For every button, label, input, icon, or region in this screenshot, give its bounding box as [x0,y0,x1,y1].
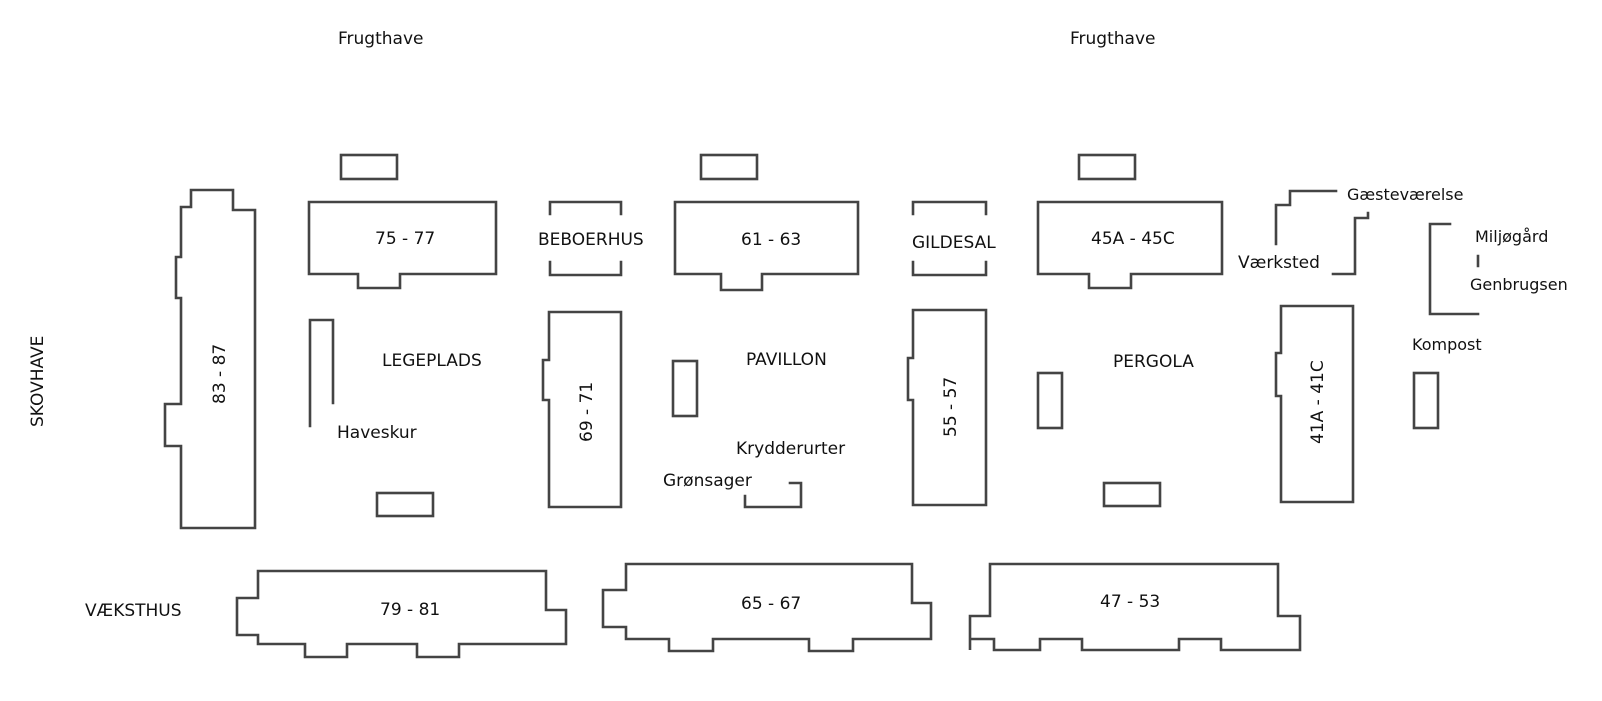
label-building-83-87: 83 - 87 [210,344,230,404]
building-vaerksted-gaestevaerelse[interactable] [1274,189,1370,276]
building-gildesal[interactable] [911,200,988,277]
label-building-47-53: 47 - 53 [1100,592,1160,612]
label-building-41a-41c: 41A - 41C [1308,360,1328,444]
label-frugthave-right: Frugthave [1070,29,1155,49]
label-gaestevaerelse: Gæsteværelse [1347,185,1463,204]
building-75-77[interactable] [307,200,498,290]
shed-top-45a-45c[interactable] [1077,153,1137,181]
label-gronsager: Grønsager [663,471,752,491]
label-building-75-77: 75 - 77 [375,229,435,249]
building-47-53[interactable] [968,562,1302,652]
pergola-structure[interactable] [1036,371,1064,430]
building-miljogard[interactable] [1428,222,1480,316]
building-45a-45c[interactable] [1036,200,1224,290]
label-krydderurter: Krydderurter [736,439,845,459]
label-building-79-81: 79 - 81 [380,600,440,620]
haveskur-shed[interactable] [375,491,435,518]
label-building-69-71: 69 - 71 [577,382,597,442]
playground-structure[interactable] [308,318,335,428]
pergola-shed[interactable] [1102,481,1162,508]
label-building-61-63: 61 - 63 [741,230,801,250]
label-kompost: Kompost [1412,335,1482,354]
label-building-65-67: 65 - 67 [741,594,801,614]
building-69-71[interactable] [541,310,623,509]
building-79-81[interactable] [235,569,568,659]
label-building-55-57: 55 - 57 [941,377,961,437]
building-61-63[interactable] [673,200,860,292]
label-skovhave: SKOVHAVE [28,336,48,427]
pavillon-structure[interactable] [671,359,699,418]
shed-top-61-63[interactable] [699,153,759,181]
building-83-87[interactable] [163,188,257,530]
label-pergola: PERGOLA [1113,352,1194,372]
label-frugthave-left: Frugthave [338,29,423,49]
label-building-45a-45c: 45A - 45C [1091,229,1175,249]
kompost-bin[interactable] [1412,371,1440,430]
shed-top-75-77[interactable] [339,153,399,181]
building-41a-41c[interactable] [1274,304,1355,504]
building-beboerhus[interactable] [548,200,623,277]
label-haveskur: Haveskur [337,423,417,443]
label-beboerhus: BEBOERHUS [538,230,644,250]
building-65-67[interactable] [601,562,933,653]
building-55-57[interactable] [906,308,988,507]
label-pavillon: PAVILLON [746,350,827,370]
label-gildesal: GILDESAL [912,233,996,253]
label-vaerksted: Værksted [1238,253,1320,273]
label-vaeksthus: VÆKSTHUS [85,601,182,621]
gronsager-bed[interactable] [743,481,803,509]
label-miljogard: Miljøgård [1475,227,1548,246]
label-legeplads: LEGEPLADS [382,351,482,371]
label-genbrugsen: Genbrugsen [1470,275,1568,294]
